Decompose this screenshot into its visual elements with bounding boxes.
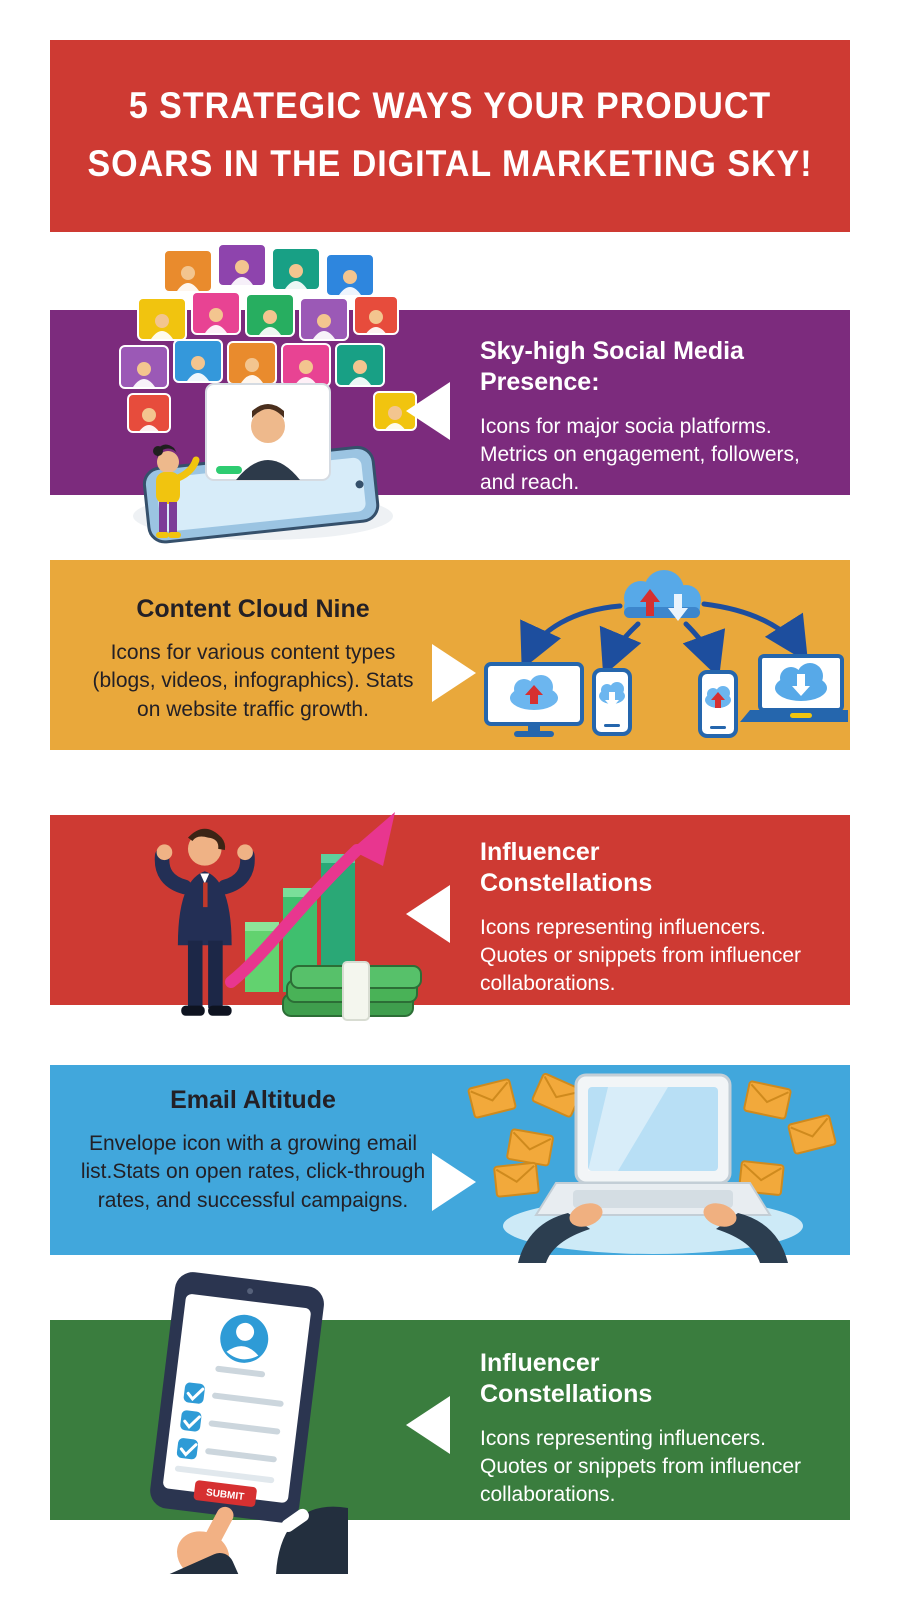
submit-label: SUBMIT <box>205 1487 244 1503</box>
section-body: Icons representing influencers. Quotes o… <box>480 915 801 995</box>
section-content-cloud: Content Cloud Nine Icons for various con… <box>50 560 862 753</box>
section-social-media: Sky-high Social Media Presence: Icons fo… <box>50 243 850 544</box>
section-body: Envelope icon with a growing email list.… <box>80 1132 426 1212</box>
header-title-line2: SOARS IN THE DIGITAL MARKETING SKY! <box>87 143 813 185</box>
video-conference-grid-illustration <box>68 243 428 559</box>
header-title-line1: 5 STRATEGIC WAYS YOUR PRODUCT <box>128 85 772 127</box>
section-title: Sky-high Social Media Presence: <box>480 337 744 397</box>
tablet-checklist-illustration: SUBMIT <box>118 1264 348 1600</box>
arrow-left-icon <box>406 1396 450 1454</box>
header-band: 5 STRATEGIC WAYS YOUR PRODUCT SOARS IN T… <box>50 40 850 232</box>
section-body: Icons for major socia platforms. Metrics… <box>480 414 800 494</box>
cloud-sync-devices-illustration <box>478 568 862 753</box>
section-influencer-2: SUBMIT Influencer Constellations Icons r… <box>50 1272 850 1600</box>
section-influencer-1: Influencer Constellations Icons represen… <box>50 812 850 1021</box>
section-body: Icons representing influencers. Quotes o… <box>480 1426 801 1506</box>
section-email: Email Altitude Envelope icon with a grow… <box>50 1065 850 1263</box>
section-title: Influencer Constellations <box>480 1349 653 1409</box>
growth-chart-money-illustration <box>135 770 435 1045</box>
laptop-email-illustration <box>458 1063 848 1268</box>
section-title: Influencer Constellations <box>480 838 653 898</box>
section-body: Icons for various content types (blogs, … <box>92 641 414 721</box>
section-title: Email Altitude <box>170 1086 336 1114</box>
arrow-right-icon <box>432 644 476 702</box>
section-title: Content Cloud Nine <box>136 595 370 623</box>
